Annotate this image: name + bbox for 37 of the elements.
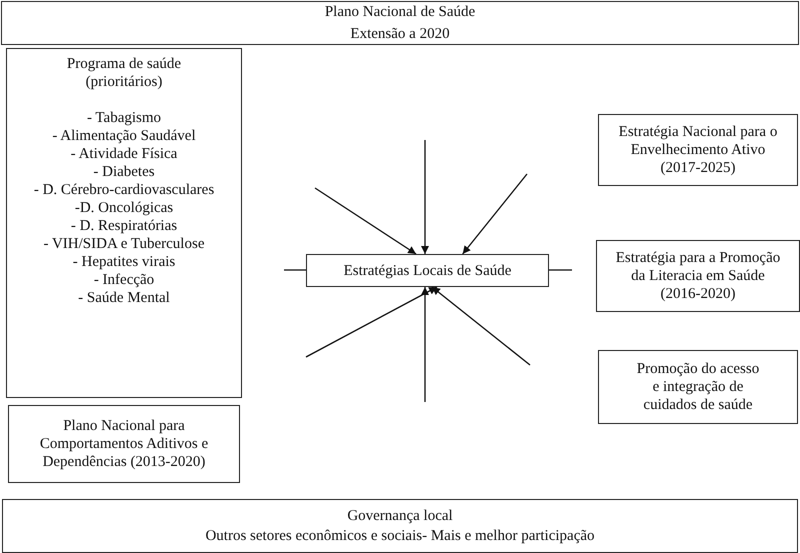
text-box bbox=[596, 240, 800, 312]
box-text: - Saúde Mental bbox=[78, 289, 170, 307]
box-text: Estratégia Nacional para o Envelhecimento Ativo (2017-2025) bbox=[618, 123, 778, 177]
text-box bbox=[1, 1, 799, 45]
arrow bbox=[421, 287, 429, 402]
box-text: Plano Nacional para Comportamentos Aditivos e Dependências (2013-2020) bbox=[38, 417, 210, 471]
box-text: - Diabetes bbox=[93, 163, 155, 181]
box-text: -D. Oncológicas bbox=[74, 199, 174, 217]
text-box bbox=[306, 254, 549, 287]
box-text: - VIH/SIDA e Tuberculose bbox=[44, 235, 204, 253]
box-text: - D. Cérebro-cardiovasculares bbox=[34, 181, 214, 199]
box-text: Estratégia para a Promoção da Literacia em Saúde (2016-2020) bbox=[614, 249, 782, 303]
box-heading: Programa de saúde (prioritários) bbox=[66, 55, 182, 91]
arrow bbox=[462, 174, 528, 254]
arrow bbox=[306, 286, 438, 358]
arrow bbox=[432, 286, 530, 366]
box-text: Outros setores econômicos e sociais- Mais e melhor participação bbox=[205, 527, 595, 545]
box-heading: Governança local bbox=[347, 507, 453, 525]
box-text: - D. Respiratórias bbox=[70, 217, 178, 235]
box-heading: Plano Nacional de Saúde bbox=[324, 3, 476, 21]
text-box bbox=[6, 48, 242, 398]
box-text: Extensão a 2020 bbox=[350, 25, 450, 43]
box-text: - Infecção bbox=[94, 271, 154, 289]
text-box bbox=[598, 350, 798, 424]
box-text: Estratégias Locais de Saúde bbox=[344, 262, 512, 280]
box-text: - Alimentação Saudável bbox=[52, 127, 196, 145]
box-text: - Tabagismo bbox=[86, 109, 162, 127]
text-box bbox=[598, 114, 798, 186]
box-text: Promoção do acesso e integração de cuidados de saúde bbox=[636, 360, 760, 414]
connector-line bbox=[549, 269, 572, 271]
text-box bbox=[2, 499, 798, 553]
box-text: - Atividade Física bbox=[70, 145, 178, 163]
arrow bbox=[421, 140, 429, 254]
connector-line bbox=[284, 269, 306, 271]
arrow bbox=[314, 187, 416, 255]
box-text: - Hepatites virais bbox=[72, 253, 176, 271]
text-box bbox=[8, 405, 240, 483]
